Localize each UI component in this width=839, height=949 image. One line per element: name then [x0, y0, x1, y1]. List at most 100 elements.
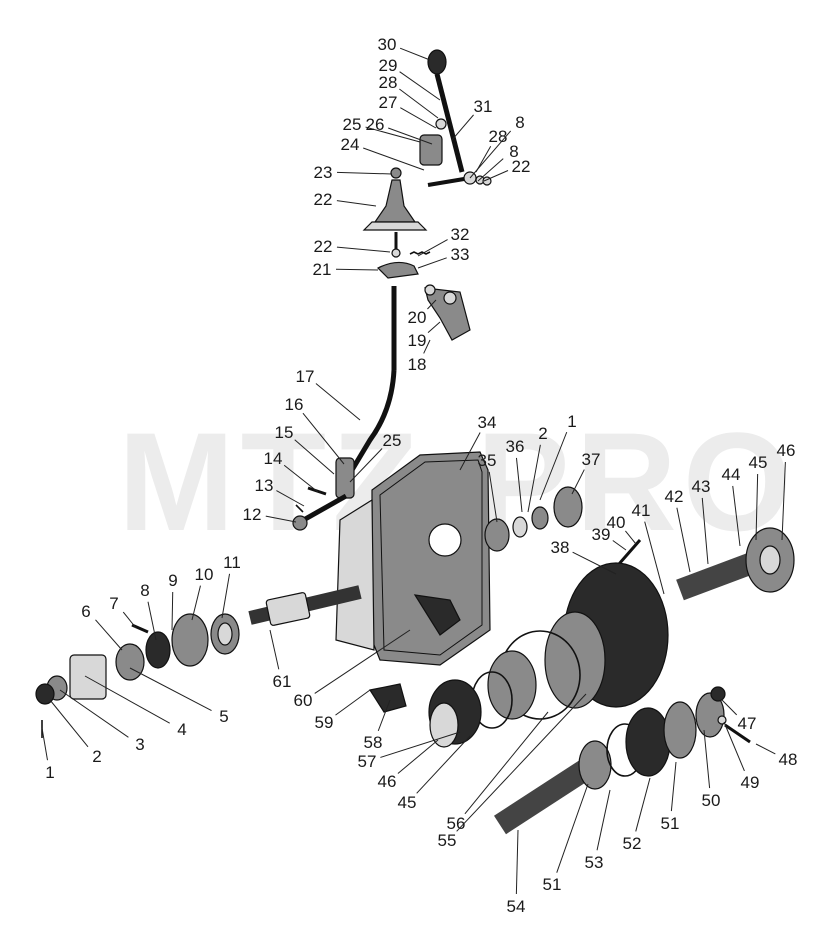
- leader-line-18: [423, 339, 431, 354]
- part-label-51: 51: [543, 875, 562, 894]
- part-label-27: 27: [379, 93, 398, 112]
- part-label-26: 26: [366, 115, 385, 134]
- part-label-51: 51: [661, 814, 680, 833]
- part-label-8: 8: [140, 581, 149, 600]
- part-label-12: 12: [243, 505, 262, 524]
- part-label-59: 59: [315, 713, 334, 732]
- part-label-60: 60: [294, 691, 313, 710]
- part-label-22: 22: [314, 190, 333, 209]
- leader-line-26: [388, 127, 433, 145]
- part-label-40: 40: [607, 513, 626, 532]
- leader-line-27: [400, 107, 437, 129]
- part-label-39: 39: [592, 525, 611, 544]
- part-label-22: 22: [314, 237, 333, 256]
- part-label-28: 28: [379, 73, 398, 92]
- part-label-25: 25: [343, 115, 362, 134]
- front-output-shaft: [35, 585, 362, 738]
- leader-line-23: [336, 171, 393, 175]
- leader-line-37: [571, 469, 585, 495]
- gear-lever-assembly: [349, 49, 492, 472]
- leader-line-6: [95, 619, 123, 651]
- part-label-11: 11: [223, 553, 241, 572]
- leader-line-8: [477, 158, 504, 182]
- part-label-52: 52: [623, 834, 642, 853]
- leader-line-25: [365, 126, 421, 143]
- leader-line-29: [399, 71, 441, 101]
- part-label-46: 46: [777, 441, 796, 460]
- part-label-24: 24: [341, 135, 360, 154]
- leader-line-51: [670, 761, 677, 812]
- leader-line-49: [723, 721, 745, 772]
- leader-line-32: [417, 239, 448, 257]
- leader-line-21: [335, 268, 379, 271]
- leader-line-12: [265, 515, 297, 523]
- leader-line-39: [612, 540, 627, 551]
- part-label-20: 20: [408, 308, 427, 327]
- leader-line-59: [335, 689, 371, 716]
- leader-line-52: [635, 777, 651, 832]
- part-label-49: 49: [741, 773, 760, 792]
- leader-line-11: [221, 573, 231, 619]
- part-label-7: 7: [109, 594, 118, 613]
- leader-line-60: [314, 629, 411, 694]
- part-label-31: 31: [474, 97, 493, 116]
- leader-line-38: [572, 551, 617, 575]
- part-label-54: 54: [507, 897, 526, 916]
- leader-line-31: [451, 114, 474, 141]
- part-label-22: 22: [512, 157, 531, 176]
- part-label-46: 46: [378, 772, 397, 791]
- leader-line-57: [380, 731, 461, 758]
- part-label-56: 56: [447, 814, 466, 833]
- leader-line-16: [302, 412, 345, 465]
- leader-line-24: [363, 147, 425, 171]
- leader-line-2: [527, 444, 541, 513]
- part-label-28: 28: [489, 127, 508, 146]
- leader-line-45: [755, 473, 759, 541]
- part-label-1: 1: [567, 412, 576, 431]
- leader-line-42: [676, 507, 691, 573]
- part-label-34: 34: [478, 413, 497, 432]
- leader-line-58: [377, 699, 391, 732]
- leader-line-8: [469, 130, 512, 179]
- part-label-38: 38: [551, 538, 570, 557]
- leader-line-25: [349, 448, 383, 483]
- leader-line-22: [336, 200, 377, 207]
- leader-line-40: [625, 530, 637, 545]
- part-label-58: 58: [364, 733, 383, 752]
- part-label-3: 3: [135, 735, 144, 754]
- leader-line-34: [459, 432, 481, 471]
- leader-line-13: [276, 490, 305, 507]
- leader-line-15: [294, 439, 335, 475]
- leader-line-41: [644, 521, 665, 595]
- leader-line-33: [417, 257, 447, 269]
- part-label-4: 4: [177, 720, 186, 739]
- leader-line-56: [464, 711, 549, 815]
- leader-line-1: [539, 431, 568, 501]
- part-label-8: 8: [509, 142, 518, 161]
- part-label-17: 17: [296, 367, 315, 386]
- leader-line-10: [191, 585, 201, 621]
- leader-line-51: [556, 783, 589, 873]
- part-label-16: 16: [285, 395, 304, 414]
- part-label-21: 21: [313, 260, 332, 279]
- part-label-41: 41: [632, 501, 651, 520]
- part-label-19: 19: [408, 331, 427, 350]
- leader-line-48: [755, 743, 776, 755]
- part-label-42: 42: [665, 487, 684, 506]
- leader-line-35: [488, 471, 498, 523]
- part-label-9: 9: [168, 571, 177, 590]
- part-label-35: 35: [478, 451, 497, 470]
- part-label-2: 2: [92, 747, 101, 766]
- leader-line-22: [336, 246, 391, 253]
- leader-line-2: [49, 699, 89, 748]
- leader-line-46: [397, 739, 439, 774]
- part-label-55: 55: [438, 831, 457, 850]
- part-label-57: 57: [358, 752, 377, 771]
- leader-line-61: [269, 629, 280, 670]
- leader-line-30: [399, 47, 431, 61]
- part-label-36: 36: [506, 437, 525, 456]
- part-label-14: 14: [264, 449, 283, 468]
- part-label-61: 61: [273, 672, 292, 691]
